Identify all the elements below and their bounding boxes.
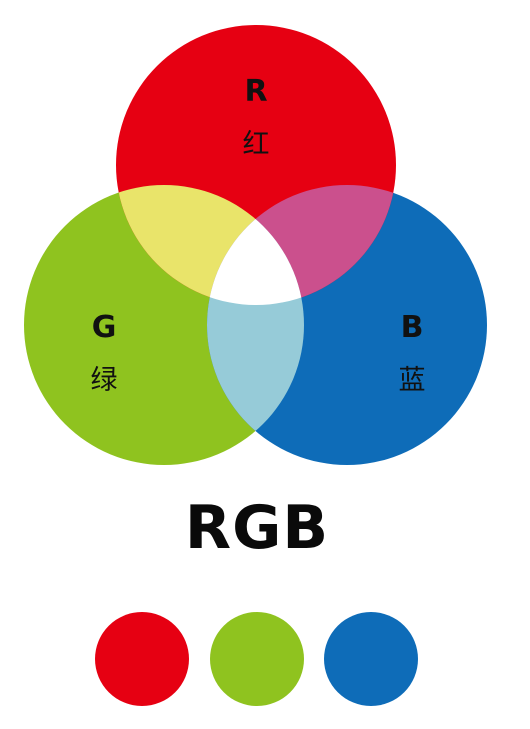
red-letter-label: R bbox=[244, 74, 267, 109]
diagram-title: RGB bbox=[185, 493, 329, 563]
green-letter-label: G bbox=[92, 310, 117, 345]
red-swatch bbox=[95, 612, 189, 706]
blue-letter-label: B bbox=[401, 310, 424, 345]
red-name-label: 红 bbox=[243, 129, 270, 160]
green-name-label: 绿 bbox=[91, 365, 118, 396]
center-overlap bbox=[207, 185, 304, 305]
blue-swatch bbox=[324, 612, 418, 706]
blue-name-label: 蓝 bbox=[399, 365, 426, 396]
green-swatch bbox=[210, 612, 304, 706]
